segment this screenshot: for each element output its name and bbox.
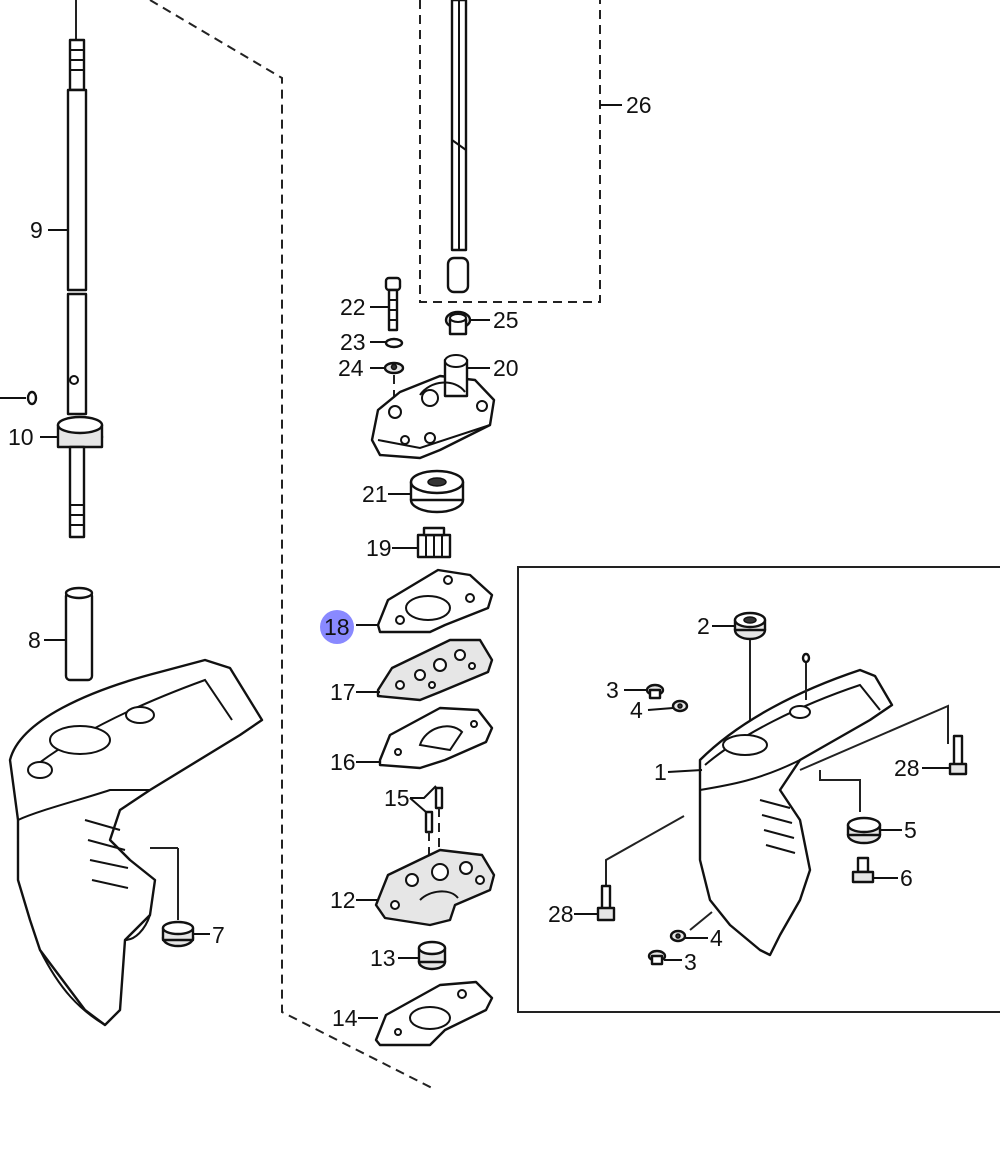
- label-10: 10: [8, 424, 34, 450]
- bolt-3-top: [645, 683, 665, 700]
- water-tube: [64, 586, 94, 682]
- label-1: 1: [654, 759, 667, 785]
- lower-housing-left: [8, 658, 264, 1027]
- plate-17: [376, 638, 494, 702]
- label-3-bottom: 3: [684, 949, 697, 975]
- label-8: 8: [28, 627, 41, 653]
- label-21: 21: [362, 481, 388, 507]
- washer-4-top: [671, 699, 689, 713]
- seal-13: [417, 940, 447, 971]
- washer-4-bottom: [669, 929, 687, 943]
- label-17: 17: [330, 679, 356, 705]
- nut-24: [383, 361, 405, 375]
- drive-shaft-upper: [446, 0, 470, 294]
- label-20: 20: [493, 355, 519, 381]
- bolt-6: [851, 856, 875, 884]
- dowel-pins-15: [424, 786, 444, 870]
- bolt-28-right: [948, 734, 968, 776]
- label-14: 14: [332, 1005, 358, 1031]
- washer-23: [384, 337, 404, 349]
- lower-housing-inset: [698, 652, 894, 957]
- bolt-28-bottom: [596, 884, 616, 922]
- leader-lines: [40, 104, 950, 1019]
- label-16: 16: [330, 749, 356, 775]
- label-9: 9: [30, 217, 43, 243]
- label-24: 24: [338, 355, 364, 381]
- label-25: 25: [493, 307, 519, 333]
- label-19: 19: [366, 535, 392, 561]
- liner-16: [378, 706, 494, 770]
- gasket-14: [374, 980, 494, 1047]
- label-12: 12: [330, 887, 356, 913]
- label-3-top: 3: [606, 677, 619, 703]
- bolt-22: [384, 276, 402, 332]
- label-2: 2: [697, 613, 710, 639]
- pump-plate-12: [374, 848, 496, 927]
- label-7: 7: [212, 922, 225, 948]
- highlight-marker-18: [320, 610, 354, 644]
- label-28-bottom: 28: [548, 901, 574, 927]
- seal-2: [733, 611, 767, 641]
- label-28-right: 28: [894, 755, 920, 781]
- grommet-25: [444, 310, 472, 336]
- label-23: 23: [340, 329, 366, 355]
- key-19: [416, 526, 452, 559]
- label-4-bottom: 4: [710, 925, 723, 951]
- impeller-21: [409, 469, 465, 514]
- label-13: 13: [370, 945, 396, 971]
- label-18: 18: [324, 614, 350, 640]
- label-15: 15: [384, 785, 410, 811]
- nut-7: [150, 847, 195, 948]
- gasket-18: [376, 568, 494, 634]
- label-6: 6: [900, 865, 913, 891]
- label-4-top: 4: [630, 697, 643, 723]
- label-22: 22: [340, 294, 366, 320]
- bolt-3-bottom: [647, 949, 667, 966]
- label-26: 26: [626, 92, 652, 118]
- pump-case-20: [370, 354, 496, 460]
- label-5: 5: [904, 817, 917, 843]
- drive-shaft-left: [0, 0, 104, 539]
- grommet-5: [846, 816, 882, 845]
- part-labels: 26 9 10 8 7 22 23 24 25 20 21 19 18 17 1…: [8, 92, 920, 1031]
- group-bracket-lines: [149, 0, 1000, 1091]
